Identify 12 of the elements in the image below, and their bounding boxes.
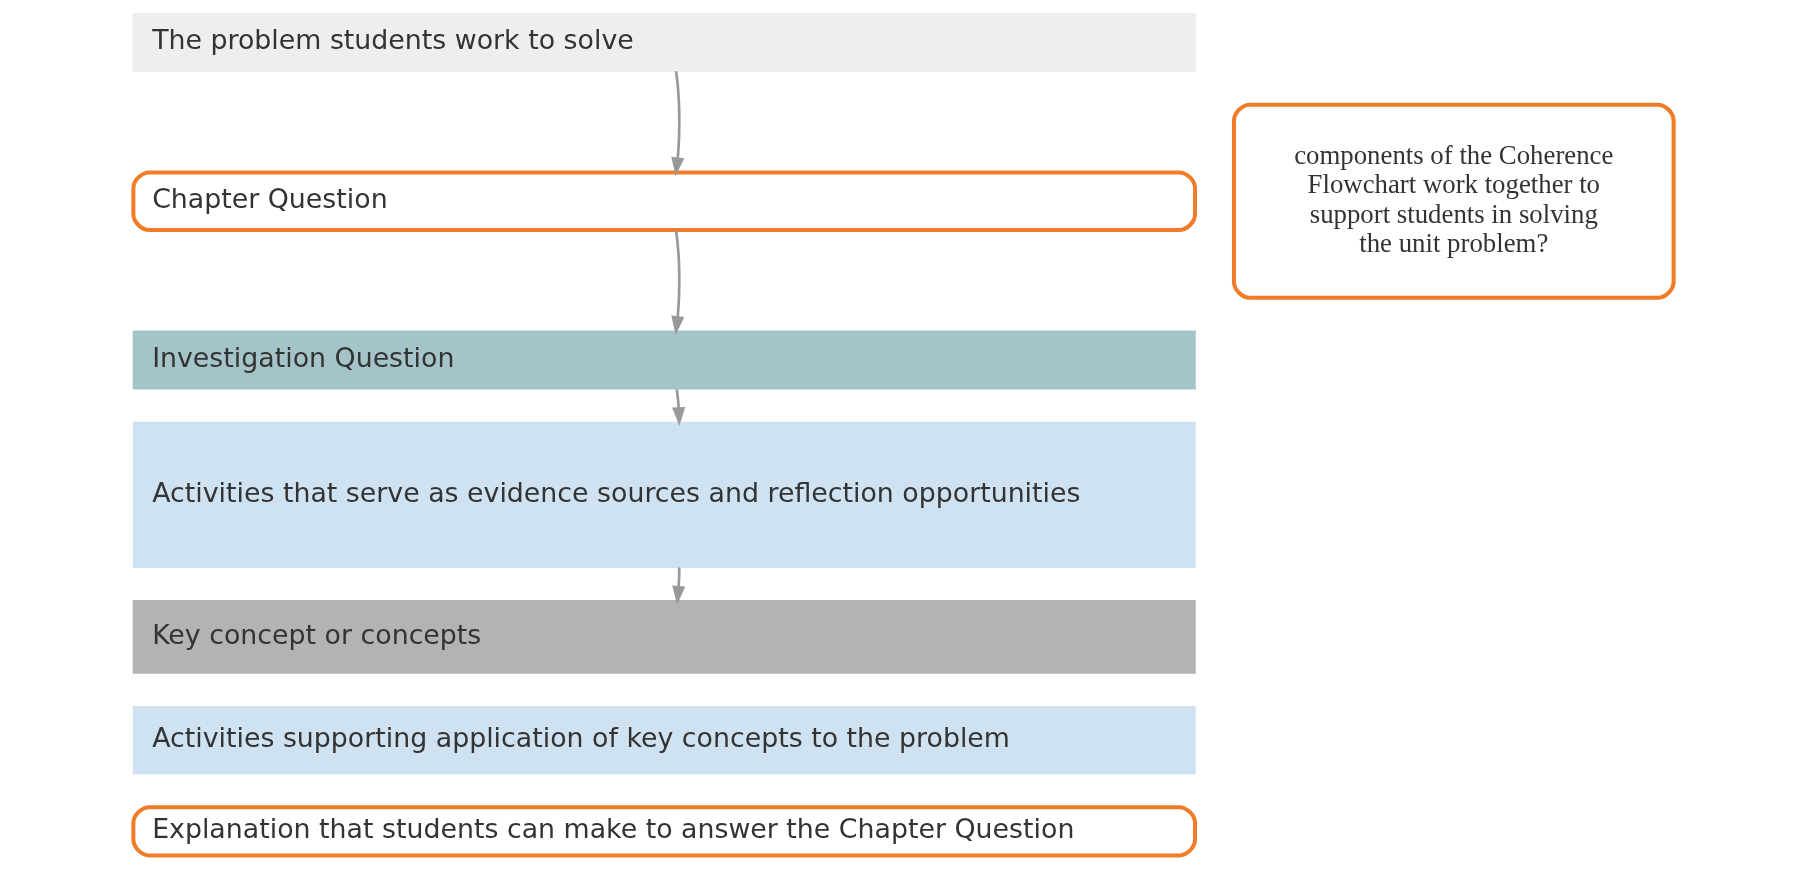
node-box: Key concept or concepts [132, 600, 1196, 674]
arrow [670, 71, 684, 177]
arrow [670, 229, 684, 335]
node-box: Activities supporting application of key concepts to the problem [132, 705, 1196, 775]
node-box: Chapter Question [130, 170, 1197, 233]
arrow [671, 567, 685, 605]
node-box: Explanation that students can make to answer the Chapter Question [130, 805, 1197, 858]
arrow [671, 389, 685, 427]
node-box: Activities that serve as evidence sources and reflection opportunities [132, 421, 1196, 568]
node-box: Investigation Question [132, 330, 1196, 390]
node-box: The problem students work to solve [132, 12, 1196, 72]
node-box: components of the Coherence Flowchart work together to support students in solving the unit problem? [1231, 102, 1676, 300]
